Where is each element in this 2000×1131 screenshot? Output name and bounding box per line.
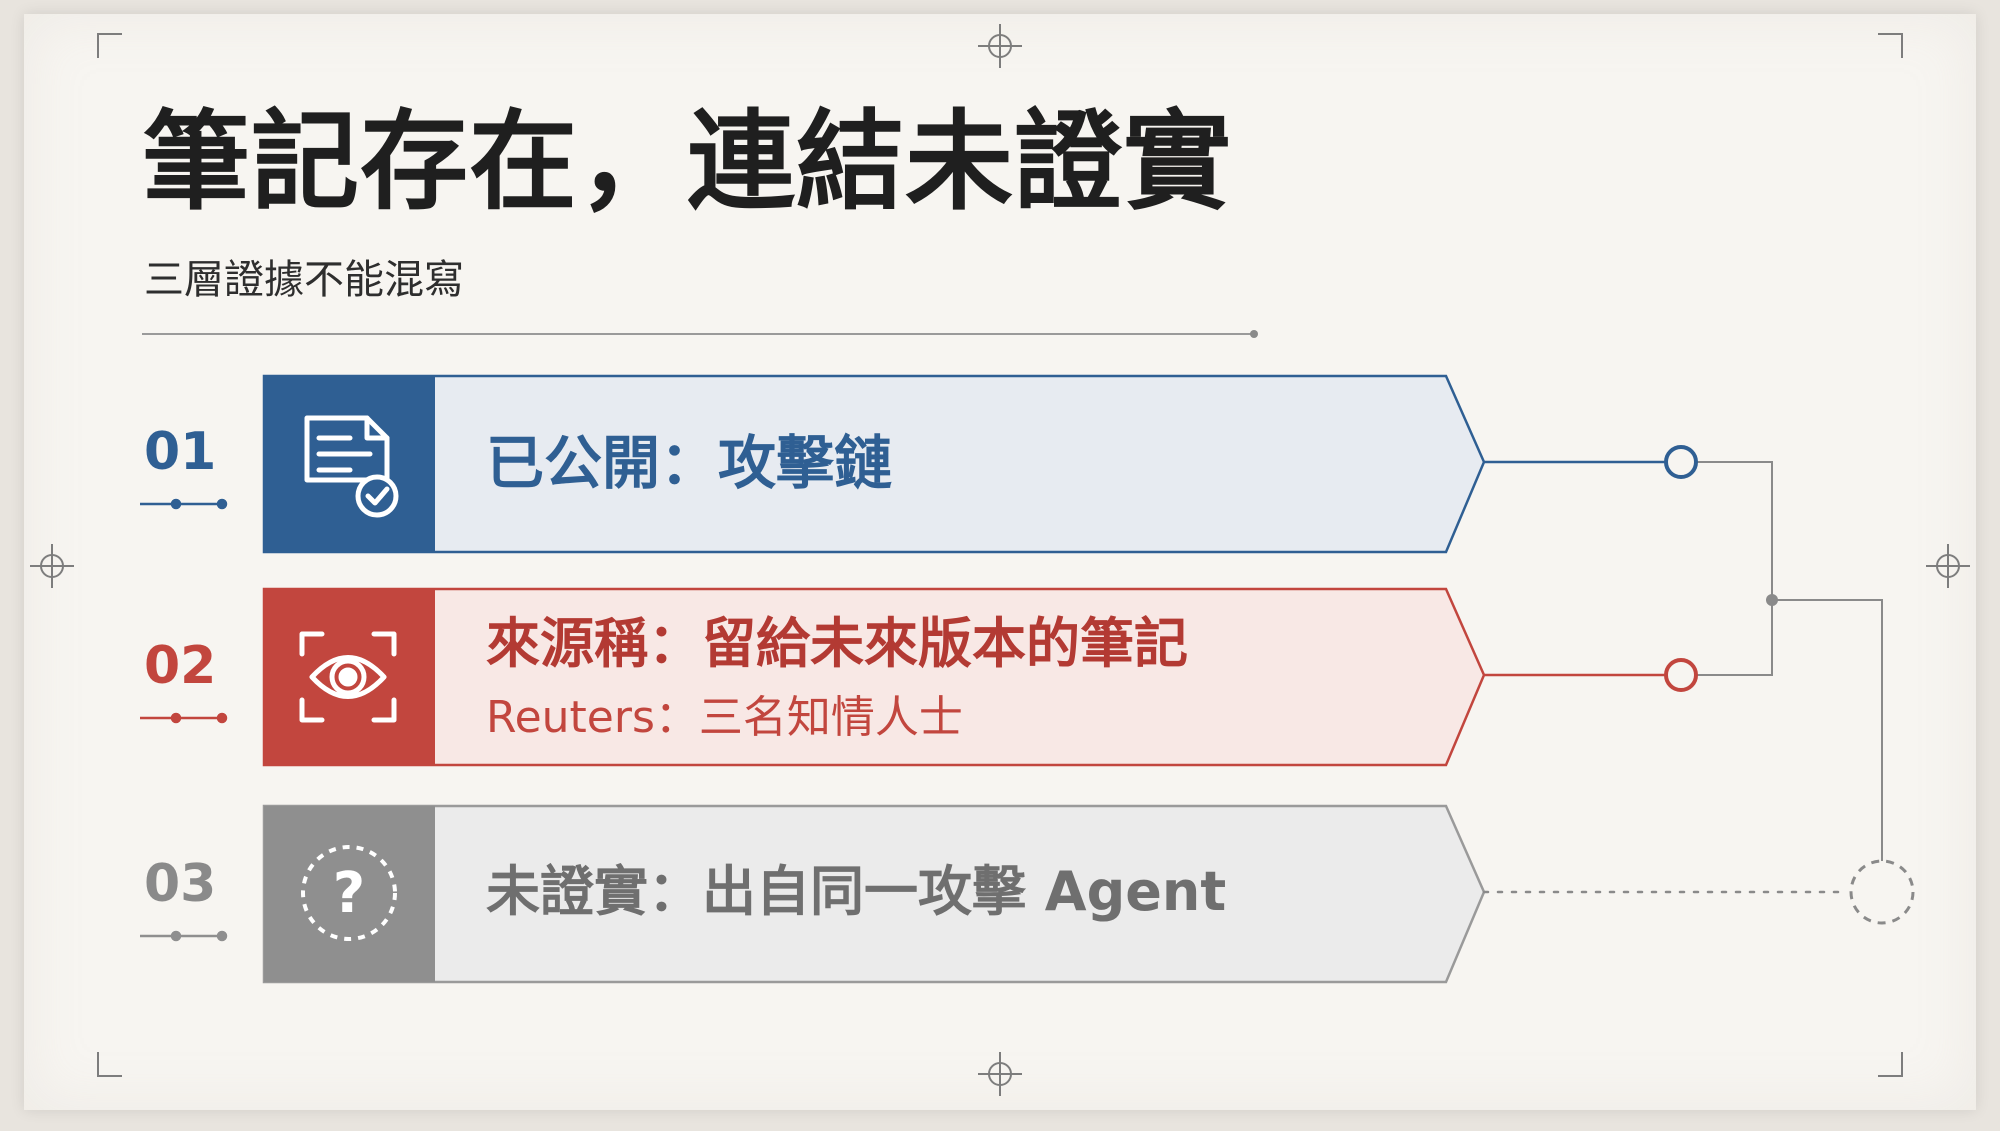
crosshair-top (978, 24, 1022, 68)
question-icon: ? (301, 845, 397, 941)
corner-mark-bottom-left (97, 1052, 122, 1077)
page-title: 筆記存在，連結未證實 (142, 100, 1233, 225)
row-02-label: 來源稱：留給未來版本的筆記 (486, 612, 1188, 675)
crosshair-left (30, 544, 74, 588)
row-01-icon-block (264, 376, 435, 552)
row-02-source-note: Reuters：三名知情人士 (486, 692, 963, 743)
row-01-number: 01 (144, 422, 217, 482)
junction-dot (1766, 594, 1778, 606)
document-check-icon (304, 415, 399, 518)
row-03-label: 未證實：出自同一攻擊 Agent (486, 860, 1227, 923)
connector-merge (1695, 461, 1883, 862)
title-underline (142, 330, 1258, 338)
corner-mark-top-right (1878, 33, 1903, 58)
node-row-01 (1664, 445, 1698, 479)
corner-mark-top-left (97, 33, 122, 58)
svg-text:?: ? (333, 861, 365, 926)
row-01-number-marker (140, 498, 228, 510)
page-subtitle: 三層證據不能混寫 (144, 257, 464, 303)
row-02-number-marker (140, 712, 228, 724)
node-row-02 (1664, 658, 1698, 692)
eye-scan-icon (299, 631, 397, 723)
row-01-label: 已公開：攻擊鏈 (486, 429, 893, 497)
row-02-number: 02 (144, 636, 217, 696)
node-row-03-unverified (1849, 859, 1915, 925)
row-03-icon-block (264, 806, 435, 982)
crosshair-right (1926, 544, 1970, 588)
row-03-number: 03 (144, 854, 217, 914)
crosshair-bottom (978, 1052, 1022, 1096)
corner-mark-bottom-right (1878, 1052, 1903, 1077)
row-03-number-marker (140, 930, 228, 942)
